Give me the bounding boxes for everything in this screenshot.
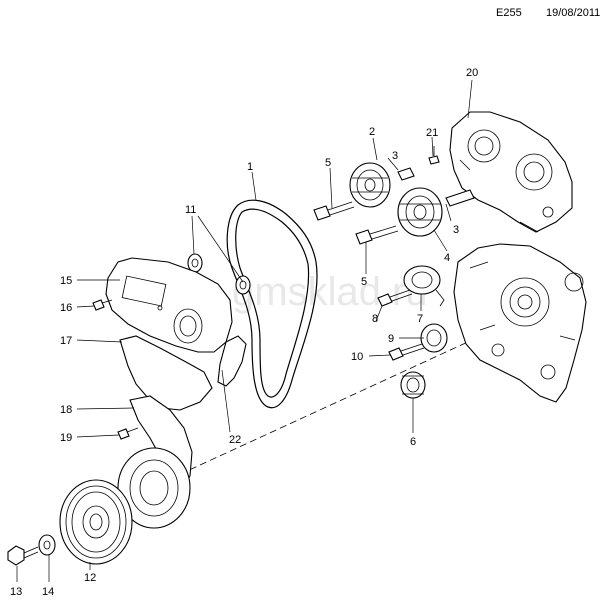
cover-bolt-small: [428, 146, 440, 165]
callout-4: 4: [444, 252, 450, 264]
dowel-pin-upper: [397, 167, 415, 181]
callout-19: 19: [60, 432, 72, 444]
callout-1: 1: [247, 161, 253, 173]
callout-9: 9: [388, 333, 394, 345]
sprocket-bolt-upper: [313, 201, 355, 221]
callout-10: 10: [351, 351, 363, 363]
cover-plug-lower-center: [239, 280, 247, 290]
callout-5a: 5: [325, 157, 331, 169]
callout-labels: 1 2 3 3 4 5 5 6 7 8 9 10 11 12 13 14 15 …: [10, 67, 478, 598]
crankshaft-pulley: [59, 479, 133, 565]
dowel-pin-lower: [445, 189, 475, 207]
callout-11: 11: [185, 204, 196, 216]
diagram-code: E255: [496, 7, 522, 19]
pulley-washer: [38, 534, 56, 556]
cover-side-piece: [217, 335, 247, 387]
callout-21: 21: [426, 127, 438, 139]
callout-2: 2: [369, 126, 375, 138]
callout-18: 18: [60, 404, 72, 416]
cover-plug-lower: [235, 275, 251, 295]
callout-8: 8: [372, 313, 378, 325]
camshaft-sprocket-lower: [397, 187, 443, 237]
callout-17: 17: [60, 335, 72, 347]
cover-plug-upper-center: [191, 258, 199, 268]
leader-lines: [16, 79, 473, 582]
callout-13: 13: [10, 586, 22, 598]
idler-pulley: [420, 323, 448, 353]
callout-7: 7: [417, 313, 423, 325]
timing-belt: [226, 199, 318, 409]
callout-5b: 5: [361, 276, 367, 288]
pulley-bolt: [7, 545, 39, 566]
callout-15: 15: [60, 275, 72, 287]
callout-16: 16: [60, 302, 72, 314]
camshaft-sprocket-upper: [349, 162, 391, 208]
rear-timing-cover: [449, 111, 573, 233]
cover-bolt-19: [117, 427, 139, 440]
engine-block: [453, 243, 587, 403]
sprocket-bolt-lower: [355, 225, 399, 245]
callout-3a: 3: [392, 150, 398, 162]
callout-6: 6: [410, 436, 416, 448]
cover-plug-upper: [187, 253, 203, 273]
front-timing-cover-middle: [119, 335, 213, 411]
callout-22: 22: [229, 434, 241, 446]
diagram-date: 19/08/2011: [546, 7, 601, 19]
watermark: gmsklad.ru: [232, 270, 428, 314]
belt-tensioner: [403, 265, 445, 307]
alignment-line: [149, 317, 521, 489]
crankshaft-sprocket: [400, 371, 426, 399]
idler-pulley-bolt: [388, 343, 425, 361]
callout-3b: 3: [453, 224, 459, 236]
tensioner-bolt: [377, 289, 413, 307]
callout-12: 12: [84, 572, 96, 584]
callout-14: 14: [42, 586, 54, 598]
callout-20: 20: [466, 67, 478, 79]
pulley-washer-hole: [43, 540, 51, 550]
cover-bolt-16: [92, 299, 113, 311]
front-timing-cover-upper: [105, 257, 233, 353]
